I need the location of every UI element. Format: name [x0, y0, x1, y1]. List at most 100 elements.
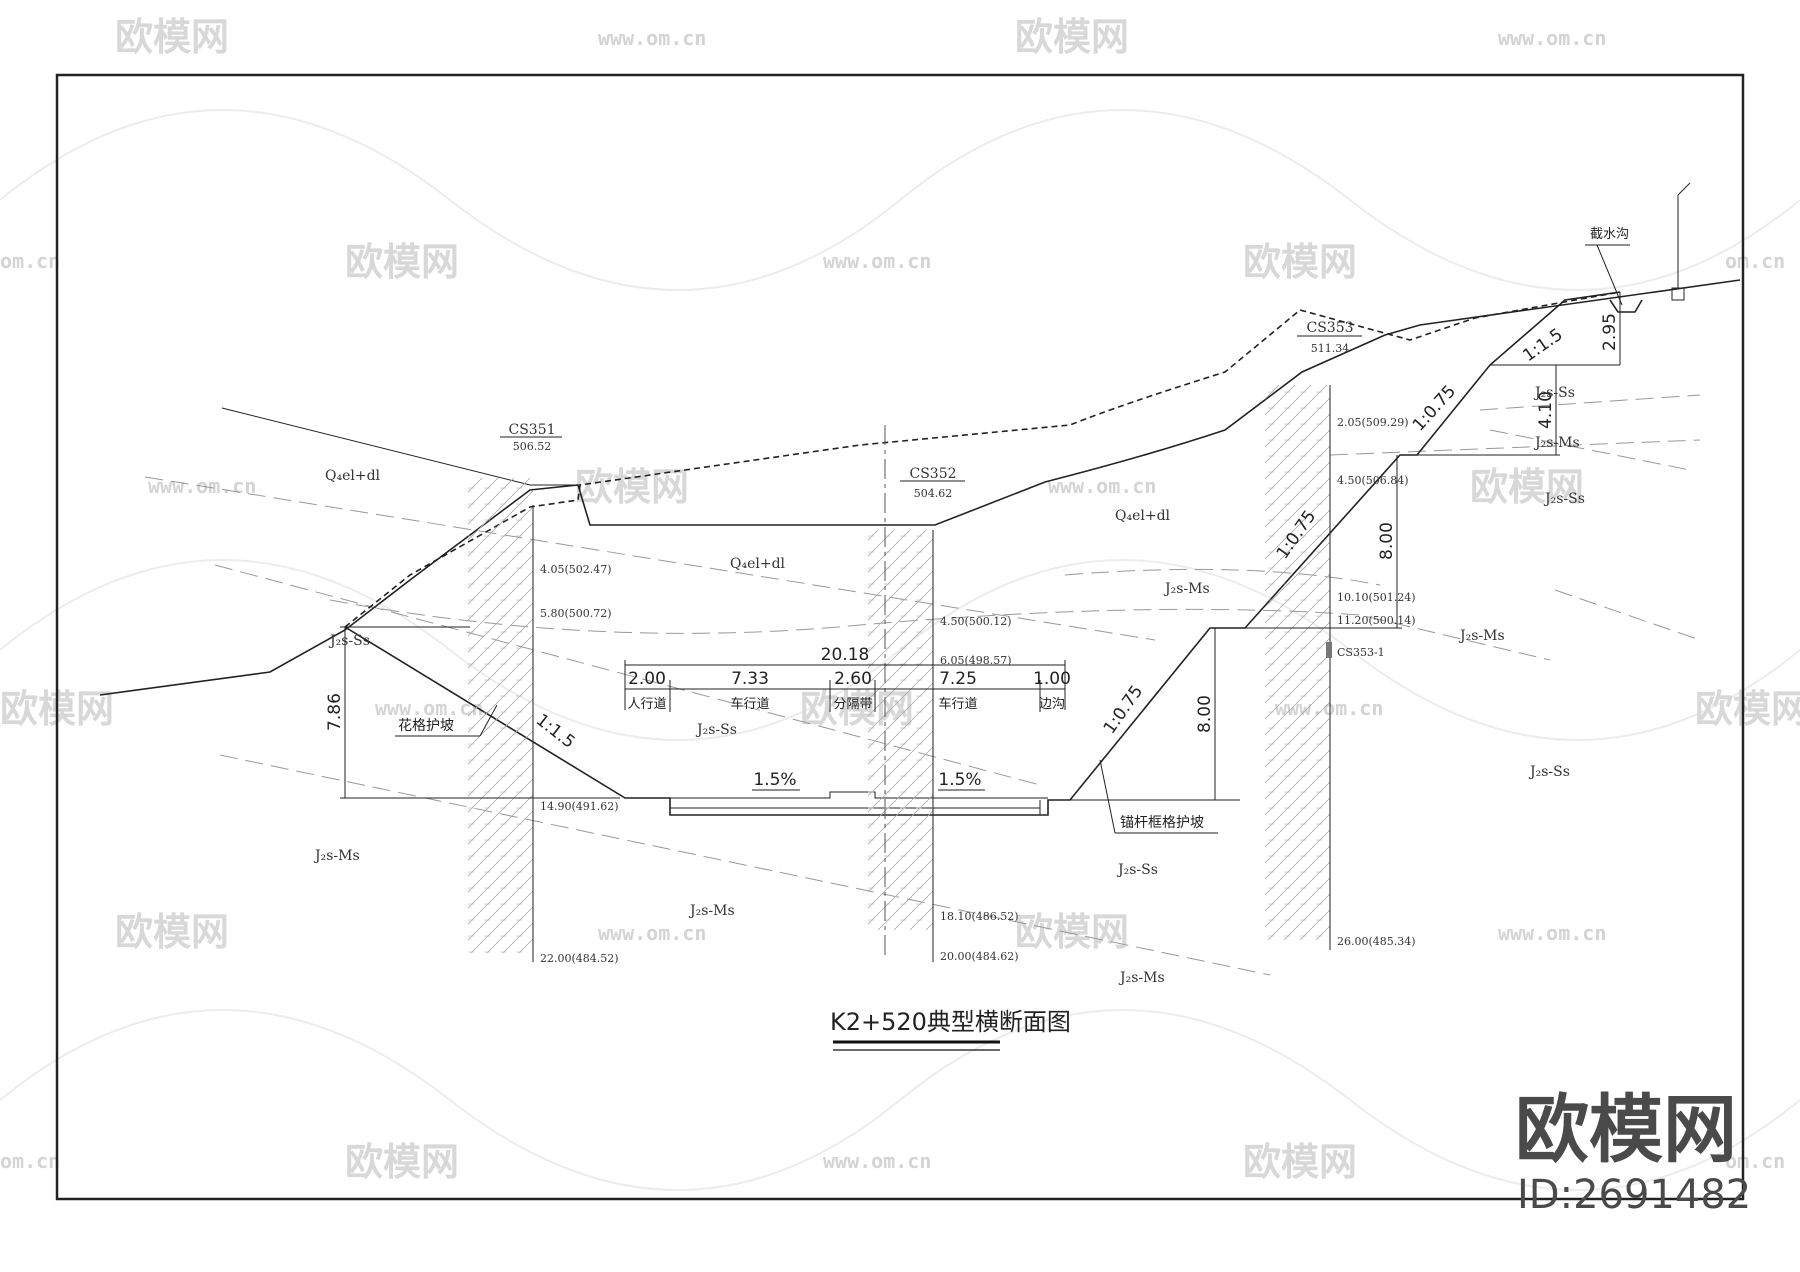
- svg-text:2.05(509.29): 2.05(509.29): [1337, 416, 1409, 429]
- svg-text:7.25: 7.25: [939, 669, 977, 689]
- svg-text:506.52: 506.52: [513, 440, 552, 453]
- svg-text:J₂s-Ss: J₂s-Ss: [1528, 764, 1570, 780]
- svg-text:1:1.5: 1:1.5: [1519, 325, 1566, 366]
- watermark-brand: 欧模网: [1695, 687, 1800, 731]
- watermark-brand: 欧模网: [575, 465, 689, 509]
- watermark-brand: 欧模网: [345, 1140, 459, 1184]
- svg-text:8.00: 8.00: [1195, 695, 1215, 733]
- svg-text:J₂s-Ms: J₂s-Ms: [1163, 581, 1210, 597]
- svg-text:J₂s-Ss: J₂s-Ss: [1543, 491, 1585, 507]
- road-width-dimensions: 20.18 2.00 7.33 2.60 7.25 1.00 人行道 车行道 分…: [624, 645, 1071, 712]
- svg-text:26.00(485.34): 26.00(485.34): [1337, 935, 1416, 948]
- svg-text:人行道: 人行道: [627, 697, 666, 712]
- watermark-brand: 欧模网: [1243, 1140, 1357, 1184]
- right-protection-label: 锚杆框格护坡: [1120, 815, 1204, 831]
- svg-text:CS351: CS351: [508, 422, 555, 438]
- watermark-url: om.cn: [1725, 1149, 1785, 1173]
- svg-text:2.00: 2.00: [628, 669, 666, 689]
- svg-text:CS353: CS353: [1306, 320, 1353, 336]
- interception-ditch: 截水沟: [1585, 182, 1691, 313]
- borehole-cs353: [1265, 385, 1332, 950]
- watermark-url: www.om.cn: [375, 696, 483, 720]
- watermark-brand: 欧模网: [1015, 910, 1129, 954]
- svg-text:J₂s-Ss: J₂s-Ss: [1533, 385, 1575, 401]
- svg-text:CS352: CS352: [909, 466, 956, 482]
- svg-text:511.34: 511.34: [1311, 342, 1350, 355]
- model-id: ID:2691482: [1517, 1172, 1751, 1218]
- svg-text:Q₄el+dl: Q₄el+dl: [325, 468, 381, 484]
- svg-text:1:0.75: 1:0.75: [1100, 682, 1148, 738]
- svg-text:2.95: 2.95: [1600, 313, 1620, 351]
- svg-text:J₂s-Ss: J₂s-Ss: [328, 633, 370, 649]
- cross-slope-labels: 1.5% 1.5%: [752, 770, 985, 791]
- section-label-cs353: CS353 511.34: [1297, 320, 1362, 355]
- svg-text:14.90(491.62): 14.90(491.62): [540, 800, 619, 813]
- pavement-structure: [625, 791, 1049, 815]
- svg-text:6.05(498.57): 6.05(498.57): [940, 654, 1012, 667]
- left-protection-label: 花格护坡: [398, 718, 454, 734]
- total-width-label: 20.18: [821, 645, 870, 665]
- brand-logo-text: 欧模网: [1515, 1087, 1737, 1173]
- svg-text:8.00: 8.00: [1377, 522, 1397, 560]
- borehole-readings: 4.05(502.47) 5.80(500.72) 14.90(491.62) …: [540, 416, 1416, 965]
- excavation-profile: [344, 291, 1621, 816]
- drawing-frame: [55, 73, 1745, 1201]
- svg-text:4.50(500.12): 4.50(500.12): [940, 615, 1012, 628]
- watermark-url: www.om.cn: [598, 921, 706, 945]
- svg-text:4.50(506.84): 4.50(506.84): [1337, 474, 1409, 487]
- watermark-brand: 欧模网: [115, 15, 229, 59]
- svg-text:J₂s-Ms: J₂s-Ms: [313, 848, 360, 864]
- borehole-cs352: [868, 425, 934, 962]
- watermark-url: www.om.cn: [823, 1149, 931, 1173]
- watermark-url: www.om.cn: [1048, 474, 1156, 498]
- section-label-cs351: CS351 506.52: [500, 422, 562, 453]
- svg-text:2.60: 2.60: [834, 669, 872, 689]
- design-surface-line: [344, 291, 1621, 628]
- svg-text:504.62: 504.62: [914, 487, 953, 500]
- original-ground-line: [99, 279, 1741, 696]
- watermark-url: om.cn: [0, 1149, 60, 1173]
- brand-watermark: 欧模网 ID:2691482: [1515, 1087, 1751, 1218]
- borehole-cs351: [468, 478, 534, 962]
- svg-text:1.5%: 1.5%: [938, 770, 981, 790]
- svg-text:7.33: 7.33: [731, 669, 769, 689]
- drawing-title: K2+520典型横断面图: [830, 1008, 1071, 1051]
- watermark-layer: 欧模网 www.om.cn 欧模网 www.om.cn om.cn 欧模网 ww…: [0, 15, 1800, 1191]
- svg-text:J₂s-Ms: J₂s-Ms: [1458, 628, 1505, 644]
- svg-text:1:0.75: 1:0.75: [1409, 382, 1460, 436]
- height-dimensions: 7.86 8.00 8.00 4.10 2.95: [325, 292, 1621, 801]
- svg-text:J₂s-Ss: J₂s-Ss: [1116, 862, 1158, 878]
- svg-text:Q₄el+dl: Q₄el+dl: [730, 556, 786, 572]
- watermark-url: om.cn: [1725, 249, 1785, 273]
- watermark-url: www.om.cn: [1498, 921, 1606, 945]
- svg-text:11.20(500.14): 11.20(500.14): [1337, 614, 1416, 627]
- protection-notes: 花格护坡 锚杆框格护坡: [395, 704, 1218, 834]
- svg-text:1.5%: 1.5%: [753, 770, 796, 790]
- svg-text:4.10: 4.10: [1536, 391, 1556, 429]
- watermark-brand: 欧模网: [345, 240, 459, 284]
- svg-text:J₂s-Ss: J₂s-Ss: [695, 722, 737, 738]
- svg-text:4.05(502.47): 4.05(502.47): [540, 563, 612, 576]
- svg-text:22.00(484.52): 22.00(484.52): [540, 952, 619, 965]
- ditch-label: 截水沟: [1590, 227, 1629, 242]
- watermark-brand: 欧模网: [1470, 465, 1584, 509]
- svg-text:1.00: 1.00: [1033, 669, 1071, 689]
- svg-text:J₂s-Ms: J₂s-Ms: [688, 903, 735, 919]
- svg-text:分隔带: 分隔带: [833, 697, 872, 712]
- svg-text:CS353-1: CS353-1: [1337, 646, 1385, 659]
- watermark-url: www.om.cn: [823, 249, 931, 273]
- section-label-cs352: CS352 504.62: [900, 466, 965, 500]
- watermark-brand: 欧模网: [115, 910, 229, 954]
- watermark-url: www.om.cn: [1498, 26, 1606, 50]
- svg-text:18.10(486.52): 18.10(486.52): [940, 910, 1019, 923]
- watermark-brand: 欧模网: [1243, 240, 1357, 284]
- watermark-brand: 欧模网: [1015, 15, 1129, 59]
- svg-text:车行道: 车行道: [938, 696, 977, 712]
- svg-text:5.80(500.72): 5.80(500.72): [540, 607, 612, 620]
- svg-text:10.10(501.24): 10.10(501.24): [1337, 591, 1416, 604]
- watermark-url: www.om.cn: [598, 26, 706, 50]
- svg-text:边沟: 边沟: [1039, 697, 1065, 712]
- watermark-url: om.cn: [0, 249, 60, 273]
- svg-text:K2+520典型横断面图: K2+520典型横断面图: [830, 1008, 1071, 1036]
